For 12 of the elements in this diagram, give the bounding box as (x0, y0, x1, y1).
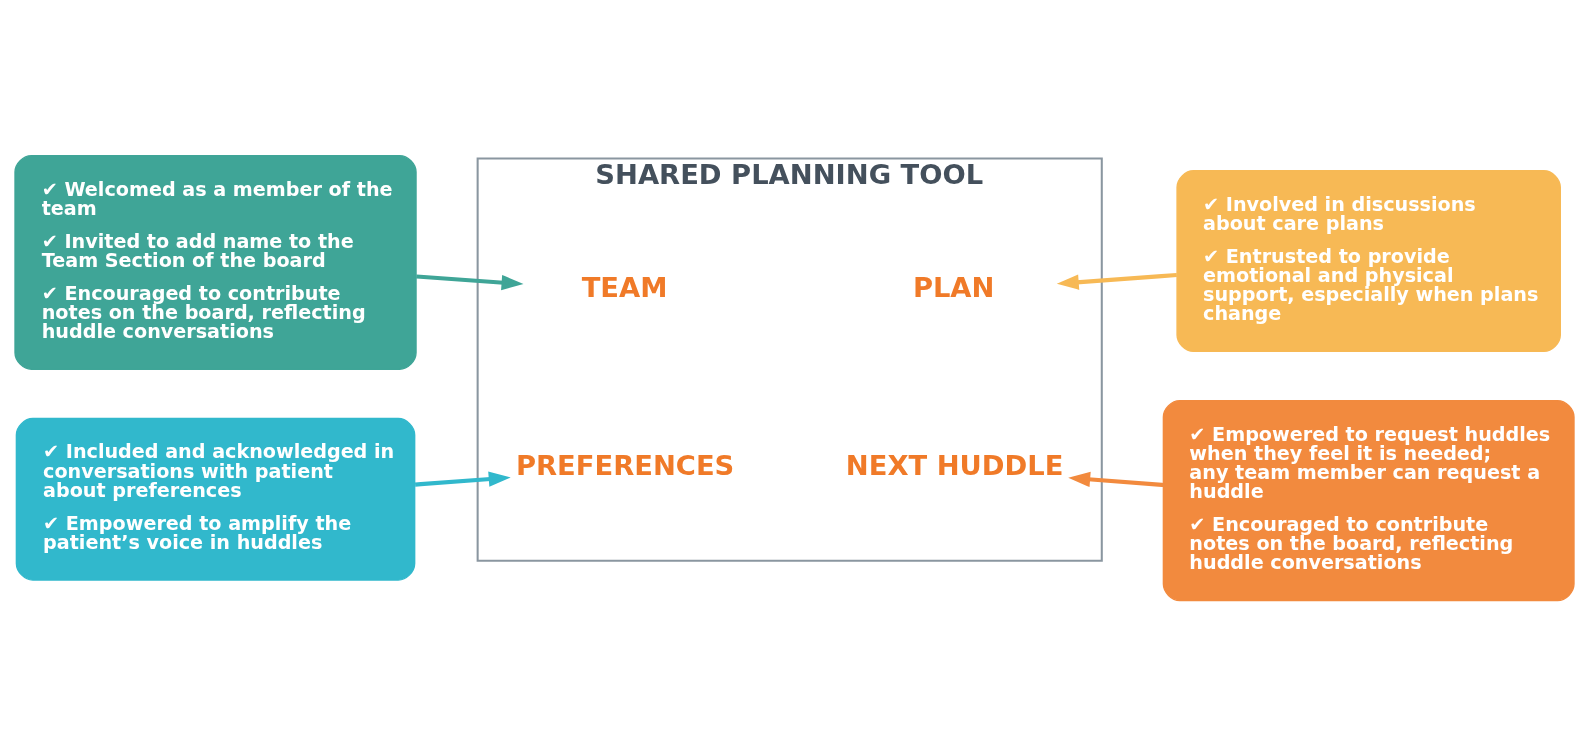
arrow (416, 273, 524, 290)
node-box: ✔ Empowered to request huddles when they feel it is needed; any team member can request a huddle ✔ Encouraged to contribute notes on the board, reflecting huddle conversations (1162, 399, 1575, 601)
node-box: ✔ Welcomed as a member of the team ✔ Invited to add name to the Team Section of the board ✔ Encouraged to contribute notes on the board, reflecting huddle conversations (14, 154, 417, 370)
node-box: ✔ Involved in discussions about care plans ✔ Entrusted to provide emotional and physical support, especially when plans change (1176, 169, 1561, 352)
arrow (415, 470, 511, 487)
node-text: NEXT HUDDLE (845, 449, 1064, 481)
node-text: PREFERENCES (515, 449, 735, 481)
node-box: ✔ Included and acknowledged in conversations with patient about preferences ✔ Empowered to amplify the patient’s voice in huddles (15, 417, 416, 581)
node-text: PLAN (912, 271, 995, 303)
arrow (1068, 471, 1164, 487)
arrow (1056, 272, 1177, 290)
node-text: TEAM (581, 271, 668, 303)
